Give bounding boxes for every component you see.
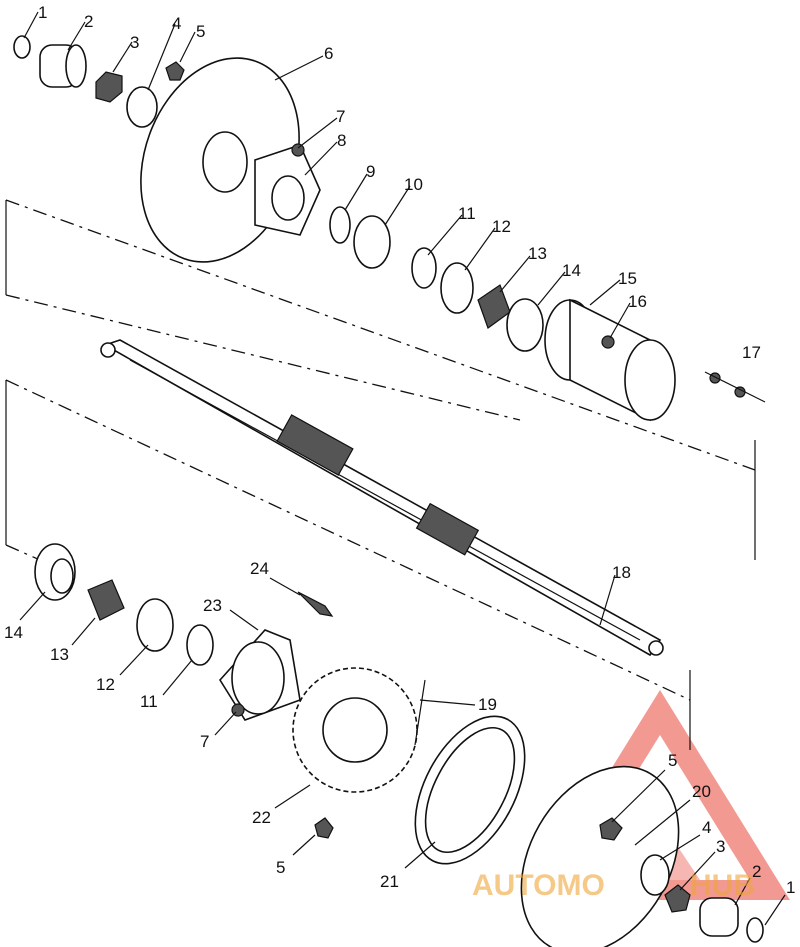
centerline-lower-b	[5, 544, 41, 561]
callout-12-lower: 12	[96, 675, 115, 694]
axle-body	[103, 339, 662, 657]
callout-24: 24	[250, 559, 269, 578]
watermark-text-left: AUTOMO	[472, 869, 605, 902]
callout-21: 21	[380, 872, 399, 891]
callout-20: 20	[692, 782, 711, 801]
watermark-text-right: HUB	[690, 869, 755, 902]
part-5-nut-disc	[599, 817, 623, 841]
callout-2-right: 2	[752, 862, 761, 881]
callout-2: 2	[84, 12, 93, 31]
axle-thread-right	[648, 640, 664, 656]
part-3-nut	[95, 71, 123, 103]
part-12-race	[440, 262, 474, 314]
callout-19: 19	[478, 695, 497, 714]
part-6-disc-center	[202, 131, 248, 193]
callout-22: 22	[252, 808, 271, 827]
callout-11: 11	[458, 204, 476, 223]
watermark-text: AUTOMO HUB	[472, 869, 755, 902]
part-5-nut	[165, 61, 185, 81]
callout-3: 3	[130, 33, 139, 52]
leader-lines	[19, 11, 786, 926]
lower-parts	[34, 543, 764, 947]
centerline-upper-b	[5, 294, 521, 421]
part-14-race	[506, 298, 544, 352]
callout-12: 12	[492, 217, 511, 236]
part-16-plug	[601, 335, 615, 349]
callout-16: 16	[628, 292, 647, 311]
centerline-upper	[5, 199, 756, 471]
part-11-ring	[411, 247, 437, 289]
part-17-bolts	[704, 371, 766, 403]
part-5-nut-lower	[314, 817, 334, 839]
callout-18: 18	[612, 563, 631, 582]
callout-4-right: 4	[702, 818, 711, 837]
part-24-bolt	[297, 591, 334, 617]
part-7-stud	[291, 143, 305, 157]
callout-6: 6	[324, 44, 333, 63]
callout-5: 5	[196, 22, 205, 41]
callout-9: 9	[366, 162, 375, 181]
callout-5-lower: 5	[276, 858, 285, 877]
callout-23: 23	[203, 596, 222, 615]
callout-14-lower: 14	[4, 623, 23, 642]
part-13-bearing-cone	[477, 284, 511, 329]
callout-8: 8	[337, 131, 346, 150]
callout-17: 17	[742, 343, 761, 362]
part-4-washer-lower	[640, 854, 670, 896]
part-3-nut-lower	[664, 884, 691, 913]
axle-spline-upper	[276, 414, 354, 476]
callout-labels: 1 2 3 4 5 6 7 8 9 10 11 12 13 14 15 16 1…	[4, 3, 795, 897]
axle-thread-left	[100, 342, 116, 358]
part-4-washer	[126, 86, 158, 128]
part-2-spacer-lower	[699, 897, 739, 937]
callout-11-lower: 11	[140, 692, 158, 711]
callout-15: 15	[618, 269, 637, 288]
part-1-snap-ring	[13, 35, 31, 59]
assembly-lines	[5, 199, 756, 750]
callout-7: 7	[336, 107, 345, 126]
part-19-chain	[414, 679, 426, 746]
axle-spline-lower	[415, 502, 480, 556]
callout-13: 13	[528, 244, 547, 263]
part-13-bearing-lower	[87, 579, 125, 621]
callout-7-lower: 7	[200, 732, 209, 751]
axle-shaft	[100, 339, 664, 657]
callout-1-right: 1	[786, 878, 795, 897]
callout-1: 1	[38, 3, 47, 22]
callout-10: 10	[404, 175, 423, 194]
callout-3-right: 3	[716, 837, 725, 856]
upper-parts	[13, 35, 766, 422]
part-1-snap-ring-lower	[746, 917, 764, 943]
part-10-bearing	[353, 215, 391, 269]
callout-4: 4	[172, 14, 181, 33]
callout-13-lower: 13	[50, 645, 69, 664]
part-11-ring-lower	[186, 624, 214, 666]
callout-5-right: 5	[668, 751, 677, 770]
part-12-race-lower	[136, 598, 174, 652]
centerline-lower	[5, 379, 691, 701]
part-9-snap-ring	[329, 206, 351, 244]
callout-14: 14	[562, 261, 581, 280]
